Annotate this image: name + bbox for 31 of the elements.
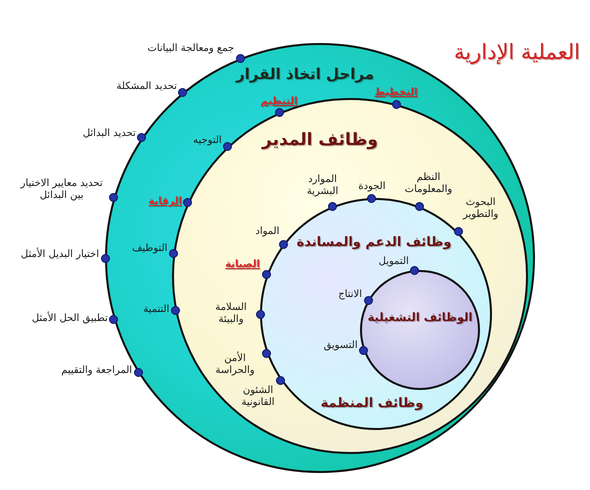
step-label: المراجعة والتقييم: [61, 364, 132, 377]
function-label: الصيانة: [225, 259, 260, 272]
function-label: الأمن والحراسة: [215, 353, 255, 378]
step-label: اختيار البديل الأمثل: [20, 249, 99, 261]
function-label: الانتاج: [338, 289, 362, 301]
function-label: الشئون القانونية: [242, 384, 275, 409]
circle-title: الوظائف التشغيلية: [368, 311, 472, 325]
function-label: النظم والمعلومات: [404, 172, 452, 196]
circle-title: وظائف المدير: [262, 130, 378, 150]
function-label: الجودة: [358, 181, 386, 194]
function-label: التوظيف: [132, 242, 168, 255]
function-label: التسويق: [324, 340, 358, 352]
function-label: الرقابة: [148, 196, 182, 208]
function-label: التوجيه: [193, 134, 222, 147]
step-label: جمع ومعالجة البيانات: [147, 43, 234, 56]
step-label: تطبيق الحل الأمثل: [32, 313, 108, 326]
function-label: التمويل: [378, 256, 409, 268]
circle-title: مراحل اتخاذ القرار: [236, 65, 374, 83]
diagram-title: العملية الإدارية: [454, 40, 580, 66]
step-label: تحديد المشكلة: [116, 81, 177, 94]
function-label: السلامة والبيئة: [215, 302, 247, 326]
function-label: التنمية: [143, 304, 170, 316]
function-label: التنظيم: [260, 96, 298, 108]
function-label: المواد: [255, 226, 280, 238]
function-label: الموارد البشرية: [306, 174, 338, 198]
function-label: التخطيط: [374, 87, 418, 100]
step-label: تحديد البدائل: [82, 128, 136, 140]
circle-title: وظائف الدعم والمساندة: [296, 235, 452, 251]
step-label: تحديد معايير الاختيار بين البدائل: [19, 178, 104, 202]
circle-title: وظائف المنظمة: [320, 396, 424, 412]
function-label: البحوث والتطوير: [462, 197, 498, 222]
